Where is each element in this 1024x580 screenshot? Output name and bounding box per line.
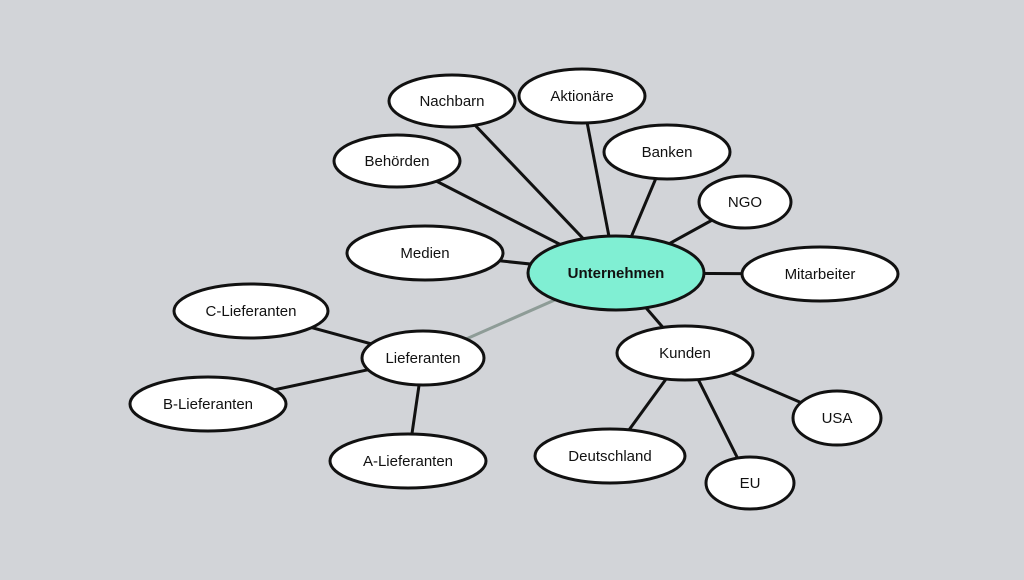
node-label: A-Lieferanten — [363, 453, 453, 470]
node-ngo[interactable]: NGO — [697, 174, 793, 230]
node-label: Lieferanten — [385, 350, 460, 367]
node-shape — [360, 329, 486, 387]
node-label: NGO — [728, 194, 762, 211]
node-label: Mitarbeiter — [785, 266, 856, 283]
node-shape — [328, 432, 488, 490]
node-label: EU — [740, 475, 761, 492]
node-a-lieferanten[interactable]: A-Lieferanten — [328, 432, 488, 490]
node-label: Banken — [642, 144, 693, 161]
node-label: Nachbarn — [419, 93, 484, 110]
nodes: Medien Behörden Nachbarn AktionäreBankenNGO… — [128, 67, 900, 511]
node-label: C-Lieferanten — [206, 303, 297, 320]
node-label: Kunden — [659, 345, 711, 362]
node-shape — [697, 174, 793, 230]
node-kunden[interactable]: Kunden — [615, 324, 755, 382]
node-shape — [533, 427, 687, 485]
node-label: Unternehmen — [568, 265, 665, 282]
node-shape — [517, 67, 647, 125]
node-shape — [332, 133, 462, 189]
node-shape — [704, 455, 796, 511]
center-node-unternehmen[interactable]: Unternehmen — [526, 234, 706, 312]
node-label: Deutschland — [568, 448, 651, 465]
node-shape — [615, 324, 755, 382]
node-eu[interactable]: EU — [704, 455, 796, 511]
node-behoerden[interactable]: Behörden — [332, 133, 462, 189]
node-shape — [128, 375, 288, 433]
node-banken[interactable]: Banken — [602, 123, 732, 181]
node-shape — [172, 282, 330, 340]
node-label: USA — [822, 410, 853, 427]
node-mitarbeiter[interactable]: Mitarbeiter — [740, 245, 900, 303]
node-label: B-Lieferanten — [163, 396, 253, 413]
node-lieferanten[interactable]: Lieferanten — [360, 329, 486, 387]
node-shape — [345, 224, 505, 282]
node-deutschland[interactable]: Deutschland — [533, 427, 687, 485]
node-shape — [387, 73, 517, 129]
node-shape — [740, 245, 900, 303]
node-shape — [791, 389, 883, 447]
node-label: Medien — [400, 245, 449, 262]
node-label: Aktionäre — [550, 88, 613, 105]
node-shape — [602, 123, 732, 181]
node-usa[interactable]: USA — [791, 389, 883, 447]
node-c-lieferanten[interactable]: C-Lieferanten — [172, 282, 330, 340]
node-b-lieferanten[interactable]: B-Lieferanten — [128, 375, 288, 433]
node-label: Behörden — [364, 153, 429, 170]
node-medien[interactable]: Medien — [345, 224, 505, 282]
node-nachbarn[interactable]: Nachbarn — [387, 73, 517, 129]
node-aktionaere[interactable]: Aktionäre — [517, 67, 647, 125]
node-shape — [526, 234, 706, 312]
